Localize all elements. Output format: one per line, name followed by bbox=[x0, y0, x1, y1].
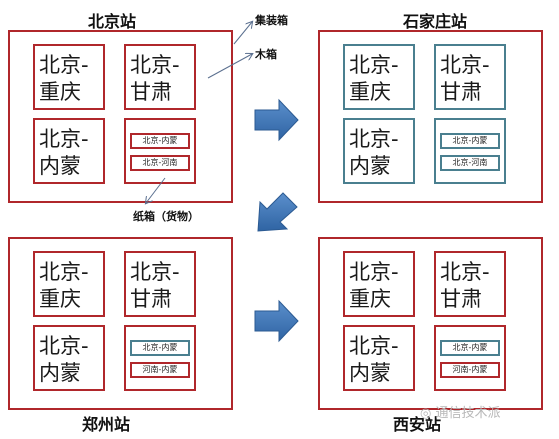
crate-beijing-neimeng: 北京-内蒙 bbox=[343, 325, 415, 391]
crate-beijing-gansu: 北京-甘肃 bbox=[434, 251, 506, 317]
parcel-box: 北京-内蒙 bbox=[130, 340, 190, 356]
parcel-box: 北京-内蒙 bbox=[440, 133, 500, 149]
station-title-shijiazhuang: 石家庄站 bbox=[403, 12, 468, 31]
crate-label: 北京-甘肃 bbox=[440, 260, 490, 311]
label-paper-box: 纸箱（货物） bbox=[133, 210, 199, 223]
crate-label: 北京-甘肃 bbox=[130, 53, 180, 104]
parcel-box: 河南-内蒙 bbox=[130, 362, 190, 378]
parcel-box: 北京-河南 bbox=[130, 155, 190, 171]
station-shijiazhuang: 北京-重庆 北京-甘肃 北京-内蒙 北京-内蒙 北京-河南 bbox=[318, 30, 543, 203]
watermark-logo: ◎ 通信技术派 bbox=[420, 402, 501, 421]
station-title-xian: 西安站 bbox=[393, 415, 442, 434]
crate-beijing-chongqing: 北京-重庆 bbox=[33, 44, 105, 110]
pointer-container bbox=[233, 22, 252, 45]
crate-label: 北京-甘肃 bbox=[130, 260, 180, 311]
parcel-box: 北京-内蒙 bbox=[130, 133, 190, 149]
station-title-zhengzhou: 郑州站 bbox=[82, 415, 131, 434]
crate-label: 北京-内蒙 bbox=[349, 334, 399, 385]
parcel-box: 北京-河南 bbox=[440, 155, 500, 171]
crate-beijing-chongqing: 北京-重庆 bbox=[343, 251, 415, 317]
arrow-right-icon bbox=[254, 299, 299, 343]
crate-mixed: 北京-内蒙 北京-河南 bbox=[124, 118, 196, 184]
label-container: 集装箱 bbox=[255, 14, 288, 27]
crate-mixed: 北京-内蒙 河南-内蒙 bbox=[434, 325, 506, 391]
crate-mixed: 北京-内蒙 北京-河南 bbox=[434, 118, 506, 184]
crate-label: 北京-重庆 bbox=[39, 260, 89, 311]
station-title-beijing: 北京站 bbox=[88, 12, 137, 31]
station-beijing: 北京-重庆 北京-甘肃 北京-内蒙 北京-内蒙 北京-河南 bbox=[8, 30, 233, 203]
arrow-down-left-icon bbox=[257, 192, 298, 232]
crate-mixed: 北京-内蒙 河南-内蒙 bbox=[124, 325, 196, 391]
station-zhengzhou: 北京-重庆 北京-甘肃 北京-内蒙 北京-内蒙 河南-内蒙 bbox=[8, 237, 233, 410]
crate-label: 北京-内蒙 bbox=[349, 127, 399, 178]
station-xian: 北京-重庆 北京-甘肃 北京-内蒙 北京-内蒙 河南-内蒙 bbox=[318, 237, 543, 410]
crate-beijing-gansu: 北京-甘肃 bbox=[434, 44, 506, 110]
crate-beijing-neimeng: 北京-内蒙 bbox=[343, 118, 415, 184]
wechat-icon: ◎ bbox=[420, 406, 432, 421]
crate-beijing-gansu: 北京-甘肃 bbox=[124, 44, 196, 110]
crate-beijing-neimeng: 北京-内蒙 bbox=[33, 118, 105, 184]
crate-beijing-chongqing: 北京-重庆 bbox=[343, 44, 415, 110]
label-wooden-crate: 木箱 bbox=[255, 48, 277, 61]
parcel-box: 河南-内蒙 bbox=[440, 362, 500, 378]
crate-label: 北京-内蒙 bbox=[39, 127, 89, 178]
crate-label: 北京-重庆 bbox=[39, 53, 89, 104]
crate-label: 北京-重庆 bbox=[349, 53, 399, 104]
crate-beijing-gansu: 北京-甘肃 bbox=[124, 251, 196, 317]
crate-label: 北京-重庆 bbox=[349, 260, 399, 311]
crate-beijing-chongqing: 北京-重庆 bbox=[33, 251, 105, 317]
crate-label: 北京-甘肃 bbox=[440, 53, 490, 104]
parcel-box: 北京-内蒙 bbox=[440, 340, 500, 356]
crate-label: 北京-内蒙 bbox=[39, 334, 89, 385]
arrow-right-icon bbox=[254, 98, 299, 142]
crate-beijing-neimeng: 北京-内蒙 bbox=[33, 325, 105, 391]
watermark-text: 通信技术派 bbox=[435, 406, 501, 421]
